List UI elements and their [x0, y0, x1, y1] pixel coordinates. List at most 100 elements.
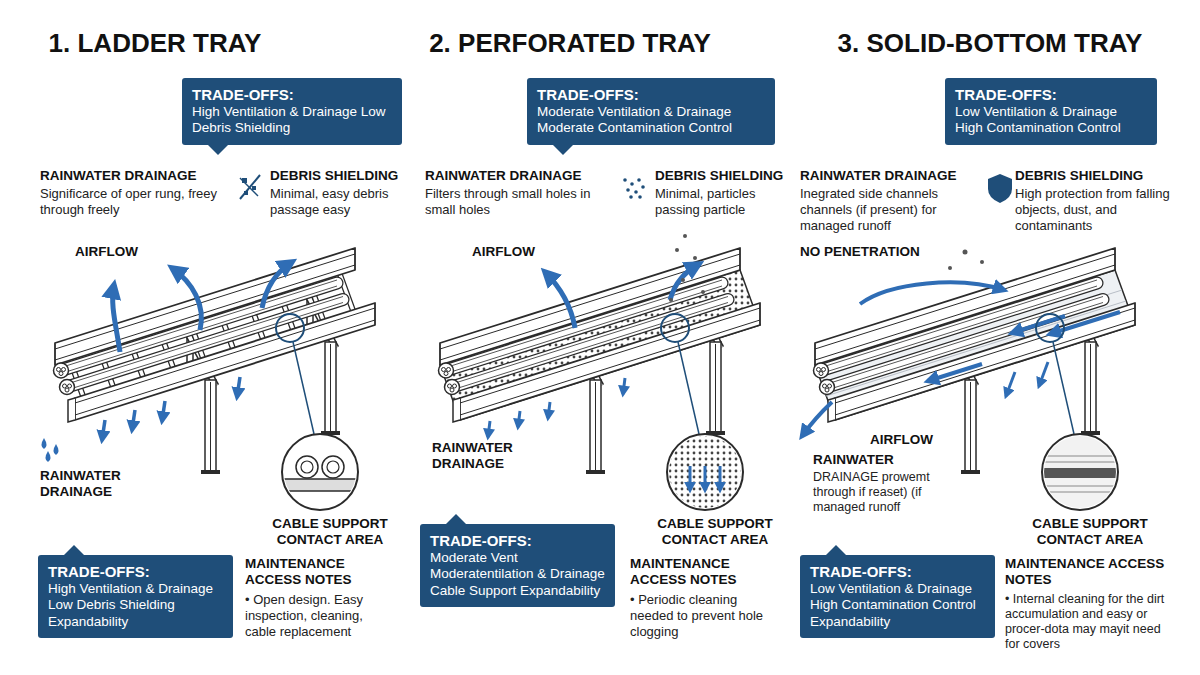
callout-heading: TRADE-OFFS:	[955, 86, 1147, 104]
falling-particles	[675, 248, 679, 252]
section-label: RAINWATER DRAINAGE	[40, 168, 197, 184]
section-label: RAINWATER DRAINAGE	[800, 168, 957, 184]
section-label: AIRFLOW	[870, 432, 933, 448]
section-label: DEBRIS SHIELDING	[270, 168, 398, 184]
tradeoff-callout: TRADE-OFFS:Moderate Ventilation & Draina…	[527, 78, 775, 145]
panel-title: 1. LADDER TRAY	[20, 28, 290, 59]
runoff-arrows	[860, 282, 1004, 304]
panel-title: 2. PERFORATED TRAY	[420, 28, 720, 59]
solid-detail	[1042, 468, 1118, 478]
note-text: • Internal cleaning for the dirt accumul…	[1005, 592, 1175, 652]
water-drops	[42, 438, 47, 449]
debris-icon	[638, 195, 642, 199]
debris-icon	[634, 190, 638, 194]
magnifier	[1042, 434, 1118, 510]
note-text: Minimal, particles passing particle	[655, 186, 785, 218]
tradeoff-callout: TRADE-OFFS:Low Ventilation & Drainage Hi…	[800, 555, 995, 638]
magnifier	[282, 434, 358, 510]
airflow-arrows	[1006, 372, 1015, 396]
section-label: DEBRIS SHIELDING	[655, 168, 783, 184]
airflow-arrows	[113, 262, 292, 352]
airflow-arrows	[1006, 362, 1048, 396]
falling-particles	[948, 266, 952, 270]
solid-detail	[1042, 434, 1118, 510]
ladder-tray-figure	[42, 175, 376, 510]
falling-particles	[669, 234, 705, 302]
falling-particles	[669, 298, 673, 302]
debris-icon	[240, 175, 260, 199]
falling-particles	[948, 250, 984, 271]
perforation-detail	[704, 466, 707, 490]
drainage-arrows	[132, 410, 135, 430]
solid-detail	[1042, 456, 1118, 457]
runoff-arrows	[1050, 312, 1120, 334]
section-label: RAINWATER DRAINAGE	[432, 440, 532, 472]
contact-detail	[282, 479, 358, 491]
section-label: CABLE SUPPORT CONTACT AREA	[255, 516, 405, 548]
falling-particles	[693, 256, 697, 260]
falling-particles	[681, 278, 685, 282]
section-label: NO PENETRATION	[800, 244, 920, 260]
magnifier	[1036, 314, 1118, 510]
panel-title: 3. SOLID-BOTTOM TRAY	[810, 28, 1170, 59]
side-rail	[828, 303, 1135, 422]
contact-detail	[282, 456, 358, 491]
callout-heading: TRADE-OFFS:	[430, 532, 605, 550]
callout-heading: TRADE-OFFS:	[48, 563, 223, 581]
debris-icon	[240, 175, 260, 199]
shield-icon	[988, 174, 1012, 203]
note-text: Inegrated side channels channels (if pre…	[800, 186, 982, 234]
section-label: MAINTENANCE ACCESS NOTES	[630, 556, 780, 588]
drainage-arrows	[548, 402, 550, 418]
debris-icon	[623, 178, 645, 199]
airflow-arrows	[545, 264, 699, 328]
section-label: RAINWATER DRAINAGE	[40, 468, 140, 500]
callout-body: High Ventilation & Drainage Low Debris S…	[192, 104, 392, 137]
debris-icon	[240, 178, 258, 196]
contact-detail	[327, 461, 339, 473]
debris-icon	[630, 182, 634, 186]
perforation-detail	[690, 466, 720, 490]
callout-heading: TRADE-OFFS:	[192, 86, 392, 104]
runoff-arrows	[802, 282, 1120, 436]
note-text: Significarce of oper rung, freey through…	[40, 186, 230, 218]
airflow-arrows	[262, 262, 292, 308]
drainage-arrows	[237, 377, 240, 397]
runoff-arrows	[802, 402, 832, 436]
water-drops	[46, 451, 51, 462]
solid-detail	[1042, 462, 1118, 463]
airflow-arrows	[545, 272, 575, 328]
note-text: Filters through small holes in small hol…	[425, 186, 610, 218]
note-text: High protection from falling objects, du…	[1015, 186, 1190, 234]
note-text: • Open design. Easy inspection, cleaning…	[245, 592, 395, 640]
falling-particles	[683, 234, 687, 238]
section-label: CABLE SUPPORT CONTACT AREA	[640, 516, 790, 548]
airflow-arrows	[172, 268, 201, 330]
perforation-detail	[719, 466, 722, 490]
contact-detail	[296, 456, 318, 478]
perforation-detail	[689, 466, 692, 490]
section-label: MAINTENANCE ACCESS NOTES	[1005, 556, 1165, 588]
perforation-detail	[667, 434, 743, 510]
debris-icon	[637, 178, 641, 182]
tradeoff-callout: TRADE-OFFS:High Ventilation & Drainage L…	[182, 78, 402, 145]
solid-detail	[1042, 492, 1118, 493]
contact-detail	[322, 456, 344, 478]
section-label: RAINWATER	[813, 452, 894, 468]
solid-detail	[1042, 486, 1118, 487]
magnifier	[276, 314, 358, 510]
contact-detail	[301, 461, 313, 473]
drainage-arrows	[488, 421, 490, 437]
magnifier	[667, 434, 743, 510]
drainage-arrows	[102, 420, 105, 440]
runoff-arrows	[928, 364, 982, 381]
callout-body: High Ventilation & Drainage Low Debris S…	[48, 581, 223, 630]
callout-body: Low Ventilation & Drainage High Contamin…	[955, 104, 1147, 137]
drainage-arrows	[162, 401, 165, 421]
section-label: RAINWATER DRAINAGE	[425, 168, 582, 184]
debris-icon	[623, 178, 627, 182]
section-label: CABLE SUPPORT CONTACT AREA	[1015, 516, 1165, 548]
falling-particles	[980, 260, 984, 264]
drainage-arrows	[623, 378, 625, 394]
